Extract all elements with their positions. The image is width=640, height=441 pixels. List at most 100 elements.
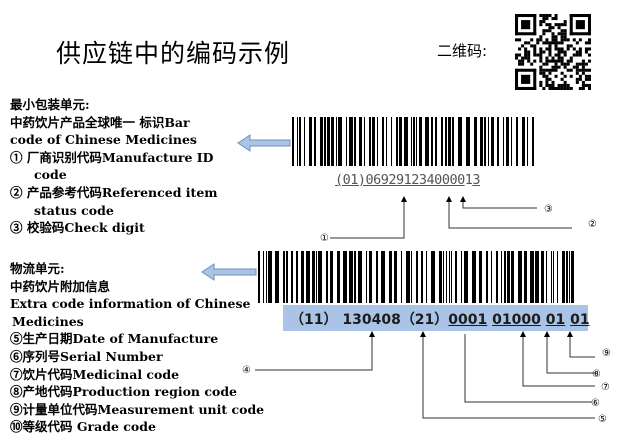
barcode-bar <box>553 251 554 303</box>
qr-module <box>554 41 558 45</box>
qr-module <box>554 68 558 72</box>
leader-1 <box>330 196 407 239</box>
qr-module <box>575 77 579 81</box>
qr-module <box>551 56 555 60</box>
qr-module <box>584 41 588 45</box>
qr-module <box>581 59 585 63</box>
barcode-bar <box>312 251 315 303</box>
barcode-bar <box>448 117 451 166</box>
qr-module <box>545 38 549 42</box>
barcode-bar <box>366 251 367 303</box>
barcode-bar <box>286 251 288 303</box>
qr-module <box>545 68 549 72</box>
qr-module <box>527 53 531 57</box>
barcode-bar <box>306 251 310 303</box>
barcode-bar <box>354 251 356 303</box>
barcode-bar <box>458 117 462 166</box>
qr-module <box>527 59 531 63</box>
qr-module <box>578 47 582 51</box>
barcode-bar <box>562 251 565 303</box>
qr-module <box>557 41 561 45</box>
qr-module <box>548 50 552 54</box>
barcode-bar <box>326 251 328 303</box>
qr-module <box>560 23 564 27</box>
qr-module <box>560 83 564 87</box>
logistics-heading: 物流单元: <box>10 261 65 276</box>
qr-module <box>587 68 591 72</box>
qr-module <box>560 38 564 42</box>
seg-item: 000 <box>441 172 465 188</box>
qr-module <box>587 77 591 81</box>
barcode-bar <box>518 251 522 303</box>
qr-module <box>539 50 543 54</box>
qr-module <box>566 62 570 66</box>
seg-0: 0 <box>365 172 374 188</box>
qr-module <box>533 68 537 90</box>
qr-module <box>554 44 558 48</box>
barcode-bar <box>411 251 412 303</box>
qr-module <box>575 71 579 75</box>
qr-module <box>548 26 552 30</box>
qr-module <box>557 23 561 27</box>
qr-module <box>584 74 588 78</box>
qr-module <box>545 74 549 78</box>
barcode-bar <box>421 251 423 303</box>
qr-module <box>518 59 522 63</box>
qr-module <box>542 86 546 90</box>
barcode-bar <box>474 117 477 166</box>
qr-module <box>548 59 552 63</box>
qr-module <box>542 20 546 24</box>
barcode-bar <box>304 117 305 166</box>
qr-module <box>545 29 549 33</box>
qr-module <box>515 14 519 36</box>
qr-module <box>557 83 561 87</box>
qr-module <box>545 14 549 18</box>
qr-module <box>554 59 558 63</box>
qr-module <box>545 59 549 63</box>
qr-module <box>575 41 579 45</box>
barcode-bar <box>503 117 504 166</box>
min-pack-line2: code of Chinese Medicines <box>10 132 197 148</box>
barcode-bar <box>419 117 422 166</box>
qr-module <box>548 44 552 48</box>
item-1: ① 厂商识别代码Manufacture ID <box>10 149 214 165</box>
item-5: ⑤生产日期Date of Manufacture <box>10 331 219 347</box>
qr-module <box>569 74 573 78</box>
barcode-bar <box>338 117 342 166</box>
qr-module <box>518 47 522 51</box>
qr-module <box>545 41 549 45</box>
qr-module <box>557 86 561 90</box>
barcode-bar <box>488 117 489 166</box>
qr-module <box>563 80 567 84</box>
qr-module <box>539 35 543 39</box>
callout-5: ⑤ <box>598 414 607 425</box>
qr-module <box>563 65 567 69</box>
barcode-bar <box>297 117 298 166</box>
qr-module <box>551 38 555 42</box>
qr-module <box>527 50 531 54</box>
qr-module <box>539 65 543 69</box>
qr-module <box>533 53 537 57</box>
qr-module <box>542 14 546 18</box>
qr-module <box>578 62 582 66</box>
qr-module <box>539 68 543 72</box>
qr-module <box>557 65 561 69</box>
barcode-bar <box>416 117 417 166</box>
qr-module <box>539 59 543 63</box>
qr-module <box>515 86 537 90</box>
qr-module <box>551 26 555 30</box>
qr-module <box>527 41 531 45</box>
barcode-bar <box>391 117 392 166</box>
qr-module <box>548 71 552 75</box>
barcode-bar <box>327 117 330 166</box>
barcode-bar <box>318 251 322 303</box>
barcode-bar <box>541 251 544 303</box>
qr-module <box>551 68 555 72</box>
qr-module <box>515 14 537 18</box>
qr-module <box>548 83 552 87</box>
qr-module <box>560 71 564 75</box>
qr-module <box>542 62 546 66</box>
qr-module <box>539 47 543 51</box>
qr-module <box>578 77 582 81</box>
barcode-bar <box>266 251 267 303</box>
